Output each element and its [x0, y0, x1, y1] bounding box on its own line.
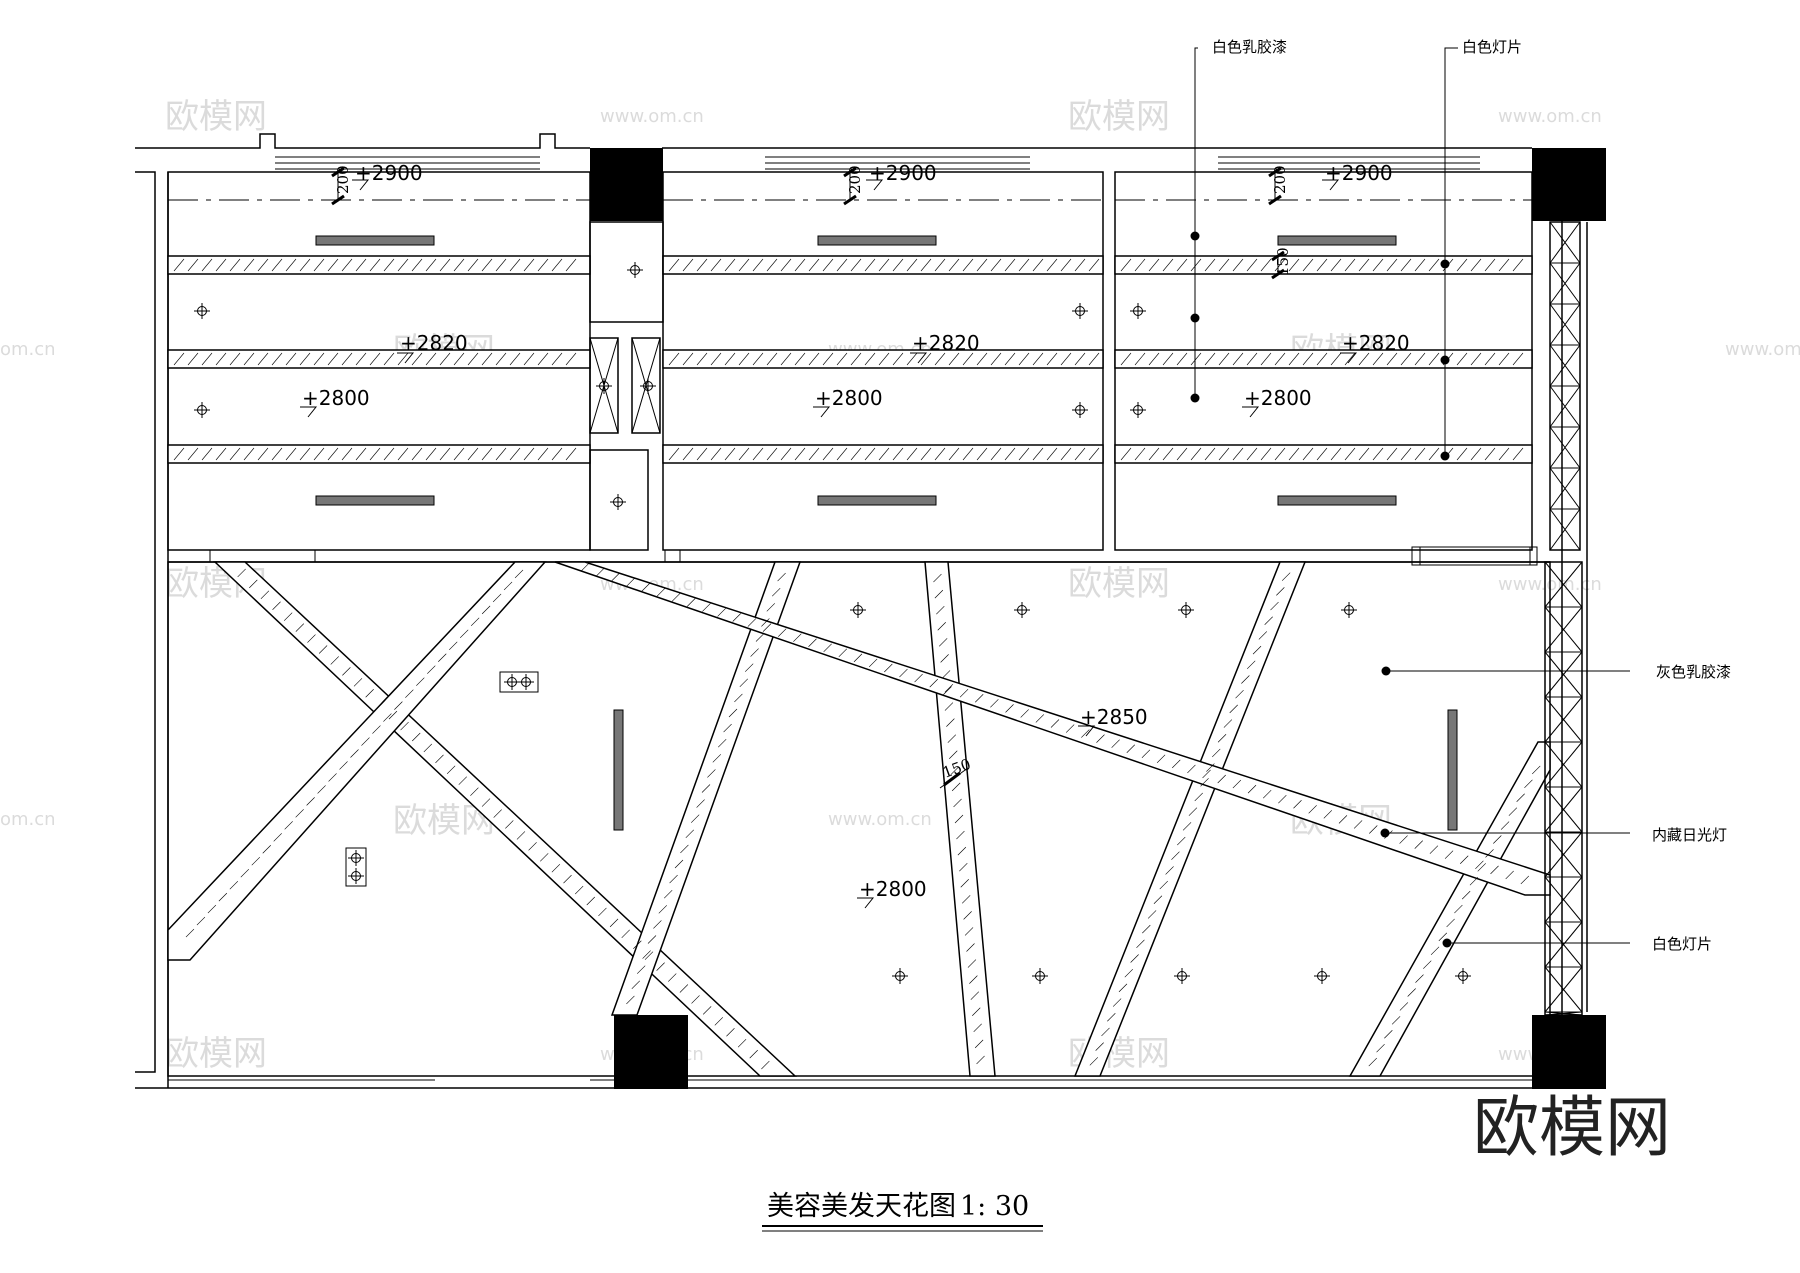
downlight-icon	[1014, 602, 1030, 618]
level-label: +2800	[859, 877, 927, 901]
drawing-title-block: 美容美发天花图 1: 30	[762, 1191, 1043, 1232]
level-marker: +2900	[352, 161, 423, 191]
level-label: +2850	[1080, 705, 1148, 729]
downlight-icon	[348, 850, 364, 866]
callout-white-light-top: 白色灯片	[1440, 38, 1522, 461]
drawing-scale: 1: 30	[960, 1191, 1029, 1222]
ceiling-beam-strips	[167, 255, 1533, 464]
downlight-icon	[850, 602, 866, 618]
level-marker: +2800	[857, 877, 927, 909]
callout-label: 白色灯片	[1462, 38, 1522, 56]
level-marker: +2800	[300, 386, 370, 418]
level-marker: +2900	[1322, 161, 1393, 191]
downlight-icon	[892, 968, 908, 984]
callout-label: 内藏日光灯	[1652, 826, 1727, 844]
drawing-title: 美容美发天花图	[767, 1191, 956, 1222]
dimension-label: 200	[334, 165, 352, 194]
truss-strip	[1544, 561, 1583, 1016]
watermark-url: om.cn	[0, 809, 56, 830]
downlight-icon	[1178, 602, 1194, 618]
level-marker: +2800	[1242, 386, 1312, 418]
callout-white-latex: 白色乳胶漆	[1190, 38, 1287, 403]
downlight-icon	[640, 378, 656, 394]
linear-light-fixture	[613, 709, 1458, 831]
level-label: +2820	[400, 331, 468, 355]
dimension-mark: 200	[331, 165, 352, 206]
downlight-icon	[348, 868, 364, 884]
level-label: +2900	[1325, 161, 1393, 185]
downlight-icon	[1455, 968, 1471, 984]
level-label: +2800	[815, 386, 883, 410]
downlight-icon	[194, 303, 210, 319]
downlight-icon	[194, 402, 210, 418]
watermark-url: www.om.cn	[828, 809, 932, 830]
downlight-icon	[1072, 303, 1088, 319]
downlight-icon	[610, 494, 626, 510]
upper-ceiling-zone	[167, 171, 1581, 563]
callout-label: 白色灯片	[1652, 935, 1712, 953]
level-marker: +2800	[813, 386, 883, 418]
level-marker: +2850	[1078, 705, 1148, 737]
level-label: +2800	[1244, 386, 1312, 410]
watermark-logo: 欧模网	[165, 97, 267, 137]
downlight-icon	[1174, 968, 1190, 984]
callout-label: 灰色乳胶漆	[1656, 663, 1731, 681]
diagonal-beams	[167, 561, 1551, 1077]
lower-ceiling-zone	[167, 546, 1583, 1077]
downlight-icon	[1341, 602, 1357, 618]
downlight-icon	[1130, 402, 1146, 418]
downlight-icon	[1130, 303, 1146, 319]
dimension-mark: 200	[1268, 165, 1289, 206]
level-label: +2820	[912, 331, 980, 355]
double-spotlight-box	[345, 671, 539, 887]
watermark-url: www.om.cn	[1725, 339, 1800, 360]
callout-white-light-bottom: 白色灯片	[1442, 935, 1712, 953]
callout-hidden-fluorescent: 内藏日光灯	[1380, 826, 1727, 844]
column	[614, 1015, 688, 1089]
level-marker: +2900	[866, 161, 937, 191]
dimension-label: 150	[1274, 247, 1292, 276]
dimension-label: 200	[846, 165, 864, 194]
level-marker: +2820	[397, 331, 468, 364]
level-label: +2800	[302, 386, 370, 410]
truss-strip	[1549, 221, 1581, 551]
watermark-logo: 欧模网	[1068, 564, 1170, 604]
brand-logo-text: 欧模网	[1473, 1089, 1671, 1166]
dimension-mark: 150	[1271, 247, 1292, 280]
downlight-icon	[518, 674, 534, 690]
column	[1532, 148, 1606, 221]
downlight-icon	[1032, 968, 1048, 984]
watermark-url: www.om.cn	[1498, 106, 1602, 127]
downlight-icon	[596, 378, 612, 394]
watermark-logo: 欧模网	[1068, 97, 1170, 137]
level-label: +2820	[1342, 331, 1410, 355]
downlights-group	[194, 262, 1471, 984]
downlight-icon	[1314, 968, 1330, 984]
watermark-url: www.om.cn	[600, 106, 704, 127]
outer-walls	[135, 133, 1588, 1089]
level-markers: +2900 +2900 +2900 +2820 +2820 +2820 +280…	[300, 161, 1410, 909]
material-callouts: 白色乳胶漆 白色灯片 灰色乳胶漆 内藏日光灯 白色灯片	[1190, 38, 1731, 953]
level-label: +2900	[869, 161, 937, 185]
watermark-url: om.cn	[0, 339, 56, 360]
callout-label: 白色乳胶漆	[1212, 38, 1287, 56]
downlight-icon	[627, 262, 643, 278]
callout-grey-latex: 灰色乳胶漆	[1381, 663, 1731, 681]
watermark-logo: 欧模网	[165, 1034, 267, 1074]
column	[1532, 1015, 1606, 1089]
linear-light-fixture	[315, 235, 1397, 506]
downlight-icon	[504, 674, 520, 690]
downlight-icon	[1072, 402, 1088, 418]
dimension-mark: 200	[843, 165, 864, 206]
dimension-label: 200	[1271, 165, 1289, 194]
level-marker: +2820	[910, 331, 980, 364]
column	[590, 148, 663, 221]
level-marker: +2820	[1340, 331, 1410, 364]
level-label: +2900	[355, 161, 423, 185]
